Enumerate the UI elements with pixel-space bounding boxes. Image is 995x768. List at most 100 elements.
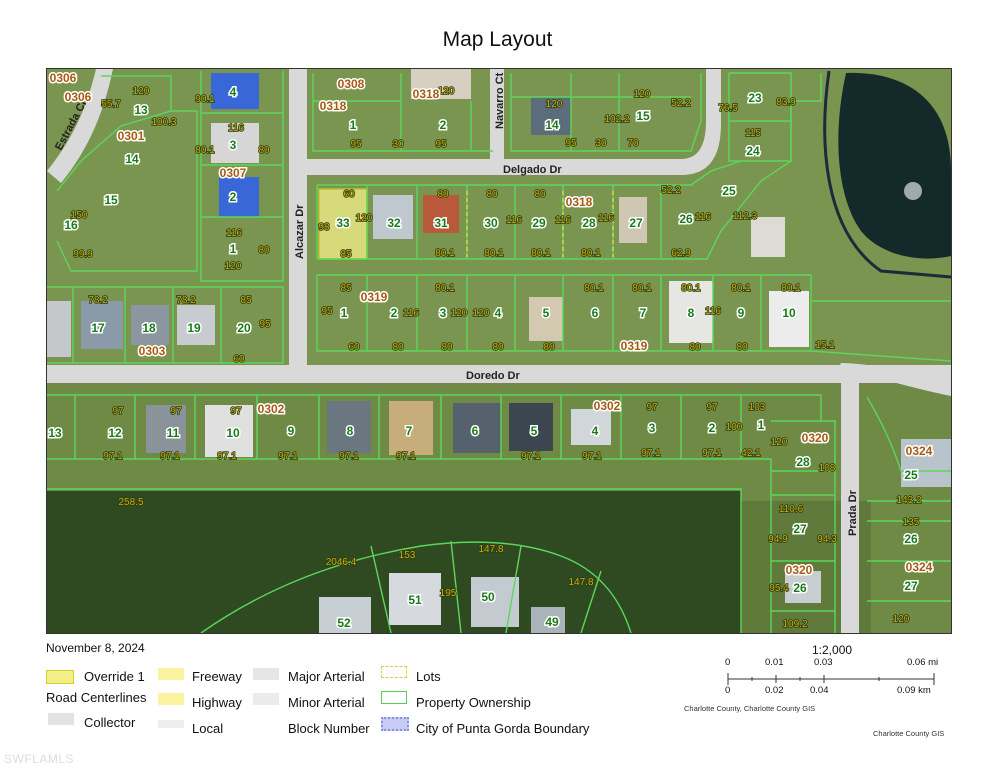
map-canvas[interactable]: Delgado Dr Alcazar Dr Doredo Dr Navarro … [47,69,951,633]
dimension-label: 70 [627,138,639,149]
property-ownership-lines [47,71,951,633]
dimension-label: 97.1 [582,451,602,462]
dimension-label: 97.1 [339,451,359,462]
dimension-label: 116 [598,213,614,224]
lot-number-label: 13 [48,426,62,440]
lot-number-label: 2 [709,421,716,435]
lot-number-label: 51 [408,593,422,607]
dimension-label: 97.1 [217,451,237,462]
lake [838,72,951,259]
override-swatch [46,670,74,684]
lot-number-label: 5 [543,306,550,320]
dimension-label: 80.1 [681,283,701,294]
block-number-label: 0320 [802,431,829,445]
dimension-label: 102.2 [604,114,629,125]
lot-number-label: 1 [758,418,765,432]
lot-number-label: 2 [230,190,237,204]
street-label-alcazar-dr: Alcazar Dr [294,204,306,259]
dimension-label: 120 [438,86,455,97]
dimension-label: 120 [133,86,150,97]
lot-number-label: 23 [748,91,762,105]
dimension-label: 108 [819,463,836,474]
block-number-label: 0302 [594,399,621,413]
dimension-label: 80.1 [581,248,601,259]
dimension-label: 80 [437,189,449,200]
block-number-label: 0324 [906,444,933,458]
legend-local: Local [192,721,224,736]
scale-km-0: 0 [725,685,731,696]
dimension-label: 116 [695,212,711,223]
property-ownership-swatch [381,691,407,704]
block-number-label: 0318 [320,99,347,113]
dimension-label: 120 [451,308,468,319]
lot-number-label: 27 [904,579,918,593]
legend-lots: Lots [416,669,441,684]
dimension-label: 60 [343,189,355,200]
dimension-label: 80.1 [195,145,215,156]
dimension-label: 55.7 [101,99,121,110]
lot-number-label: 10 [782,306,796,320]
lot-number-label: 28 [582,216,596,230]
collector-swatch [48,713,74,725]
dimension-label: 98 [318,222,330,233]
lot-number-label: 30 [484,216,498,230]
prada-dr-road [841,376,859,633]
dimension-label: 80.1 [435,248,455,259]
dimension-label: 80 [534,189,546,200]
lot-number-label: 6 [592,306,599,320]
dimension-label: 60 [348,342,360,353]
legend-freeway: Freeway [192,669,242,684]
lot-number-label: 29 [532,216,546,230]
dimension-label: 97 [112,406,124,417]
city-boundary-swatch [381,717,409,731]
delgado-dr-road [301,69,721,175]
dimension-label: 52.2 [661,185,681,196]
dimension-label: 80.1 [584,283,604,294]
prada-curve-road [837,363,951,396]
dimension-label: 109.2 [782,619,807,630]
dimension-label: 97.1 [278,451,298,462]
lot-number-label: 13 [134,103,148,117]
lot-number-label: 26 [904,532,918,546]
dimension-label: 95 [565,138,577,149]
dimension-label: 80 [486,189,498,200]
street-label-navarro-ct: Navarro Ct [494,72,506,129]
dimension-label: 78.2 [88,295,108,306]
lot-number-label: 5 [531,424,538,438]
dimension-label: 120 [225,261,242,272]
lot-number-label: 4 [230,85,237,99]
dimension-label: 80.1 [484,248,504,259]
dimension-label: 94.3 [817,534,837,545]
lot-number-label: 1 [350,118,357,132]
dimension-label: 15.1 [815,340,835,351]
dimension-label: 80.1 [781,283,801,294]
freeway-swatch [158,668,184,680]
wooded-area [47,491,741,633]
lot-number-label: 14 [545,118,559,132]
map-date: November 8, 2024 [46,641,145,655]
lot-number-label: 19 [187,321,201,335]
legend-override: Override 1 [84,669,145,684]
dimension-label: 62.9 [671,248,691,259]
doredo-dr-road [47,365,951,383]
block-number-label: 0307 [220,166,247,180]
dimension-label: 120 [893,614,910,625]
dimension-label: 95 [435,139,447,150]
lot-lines [466,191,614,257]
dimension-label: 80 [441,342,453,353]
lot-number-label: 7 [640,306,647,320]
block-number-label: 0308 [338,77,365,91]
dimension-label: 97.1 [521,451,541,462]
map-view[interactable]: Delgado Dr Alcazar Dr Doredo Dr Navarro … [46,68,952,634]
lot-number-label: 28 [796,455,810,469]
dimension-label: 97 [230,406,242,417]
block-number-label: 0324 [906,560,933,574]
lot-number-label: 12 [108,426,122,440]
dimension-label: 97.1 [396,451,416,462]
lot-number-label: 4 [495,306,502,320]
lot-number-label: 9 [288,424,295,438]
scale-mi-0: 0 [725,657,731,668]
dimension-label: 100 [726,422,743,433]
lot-number-label: 52 [337,616,351,630]
